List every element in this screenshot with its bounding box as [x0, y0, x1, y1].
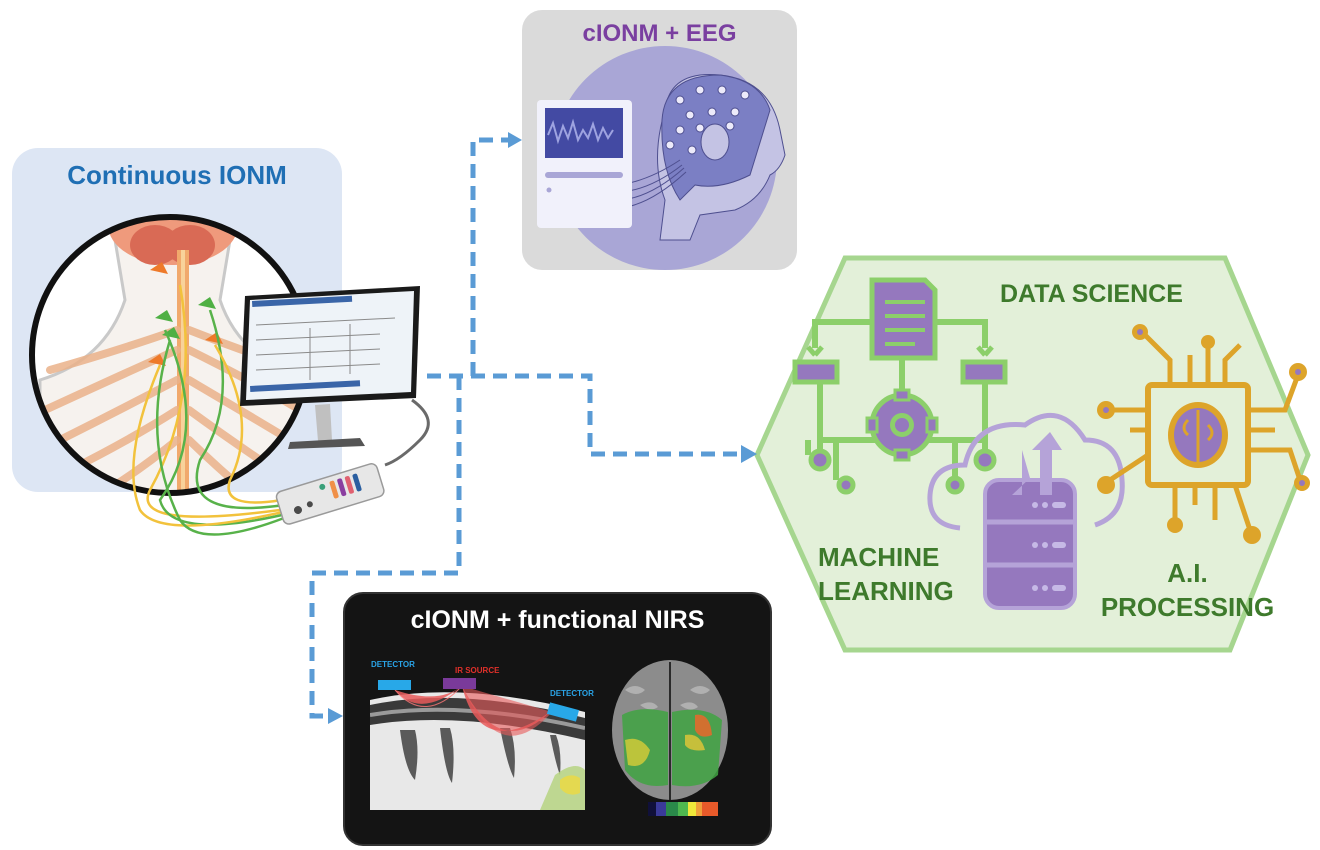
continuous-ionm-title: Continuous IONM: [67, 160, 287, 190]
ir-source-marker: [443, 678, 476, 689]
detector-left-label: DETECTOR: [371, 660, 415, 669]
machine-learning-line1: MACHINE: [818, 542, 940, 572]
brain-activation-map-icon: [612, 660, 728, 800]
eeg-device-icon: [537, 100, 632, 228]
gear-icon: [865, 388, 939, 462]
ai-processing-label: A.I. PROCESSING: [1100, 556, 1275, 624]
document-flowchart-icon: [792, 277, 1008, 495]
ai-processing-line1: A.I.: [1167, 558, 1208, 588]
machine-learning-label: MACHINE LEARNING: [818, 540, 954, 608]
colorbar-icon: [648, 802, 718, 816]
detector-left-marker: [378, 680, 411, 690]
ai-brain-chip-icon: [1097, 324, 1310, 544]
ai-processing-line2: PROCESSING: [1100, 592, 1275, 622]
arrowhead-data-science: [741, 445, 757, 463]
detector-right-marker: [546, 702, 580, 722]
connector-to-eeg: [470, 137, 510, 376]
arrowhead-nirs: [328, 708, 343, 724]
cloud-database-icon: [927, 413, 1125, 610]
connector-trunk: [427, 373, 745, 457]
detector-right-label: DETECTOR: [550, 689, 594, 698]
cionm-nirs-title: cIONM + functional NIRS: [410, 606, 705, 634]
eeg-cap-head-icon: [619, 73, 786, 241]
ir-source-label: IR SOURCE: [455, 666, 500, 675]
machine-learning-line2: LEARNING: [818, 576, 954, 606]
cionm-eeg-title: cIONM + EEG: [582, 20, 737, 47]
data-science-title: DATA SCIENCE: [1000, 280, 1183, 308]
nirs-brain-slice-icon: [370, 678, 585, 810]
connector-to-nirs: [309, 376, 462, 719]
arrowhead-eeg: [508, 132, 522, 148]
